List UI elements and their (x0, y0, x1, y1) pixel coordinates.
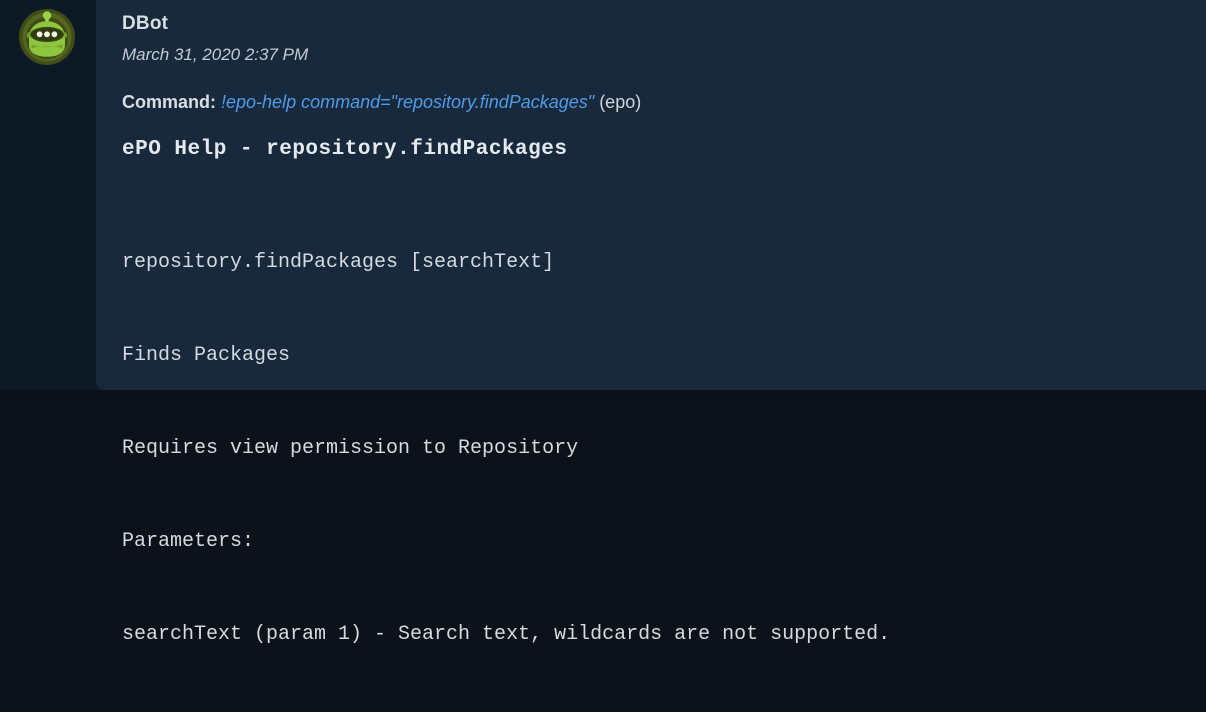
help-body-line: Parameters: (122, 530, 255, 554)
chat-message-screen: DBot March 31, 2020 2:37 PM Command: !ep… (0, 0, 1206, 646)
command-brand-suffix: (epo) (599, 91, 642, 112)
help-heading: ePO Help - repository.findPackages (122, 138, 568, 162)
help-body-line: Requires view permission to Repository (122, 437, 579, 461)
help-body-line: searchText (param 1) - Search text, wild… (122, 623, 891, 647)
sender-name: DBot (122, 13, 169, 34)
command-line: Command: !epo-help command="repository.f… (122, 92, 1192, 114)
help-body-line: Finds Packages (122, 344, 291, 368)
message-timestamp: March 31, 2020 2:37 PM (122, 44, 309, 64)
bottom-edge-strip (0, 390, 1206, 402)
dbot-robot-avatar-icon (18, 8, 76, 66)
command-text[interactable]: !epo-help command="repository.findPackag… (221, 91, 595, 112)
help-body-line: repository.findPackages [searchText] (122, 251, 555, 275)
help-body: repository.findPackages [searchText] Fin… (122, 185, 1192, 712)
message-panel (96, 0, 1206, 390)
message-content: DBot March 31, 2020 2:37 PM Command: !ep… (122, 0, 1192, 712)
command-label: Command: (122, 91, 216, 112)
